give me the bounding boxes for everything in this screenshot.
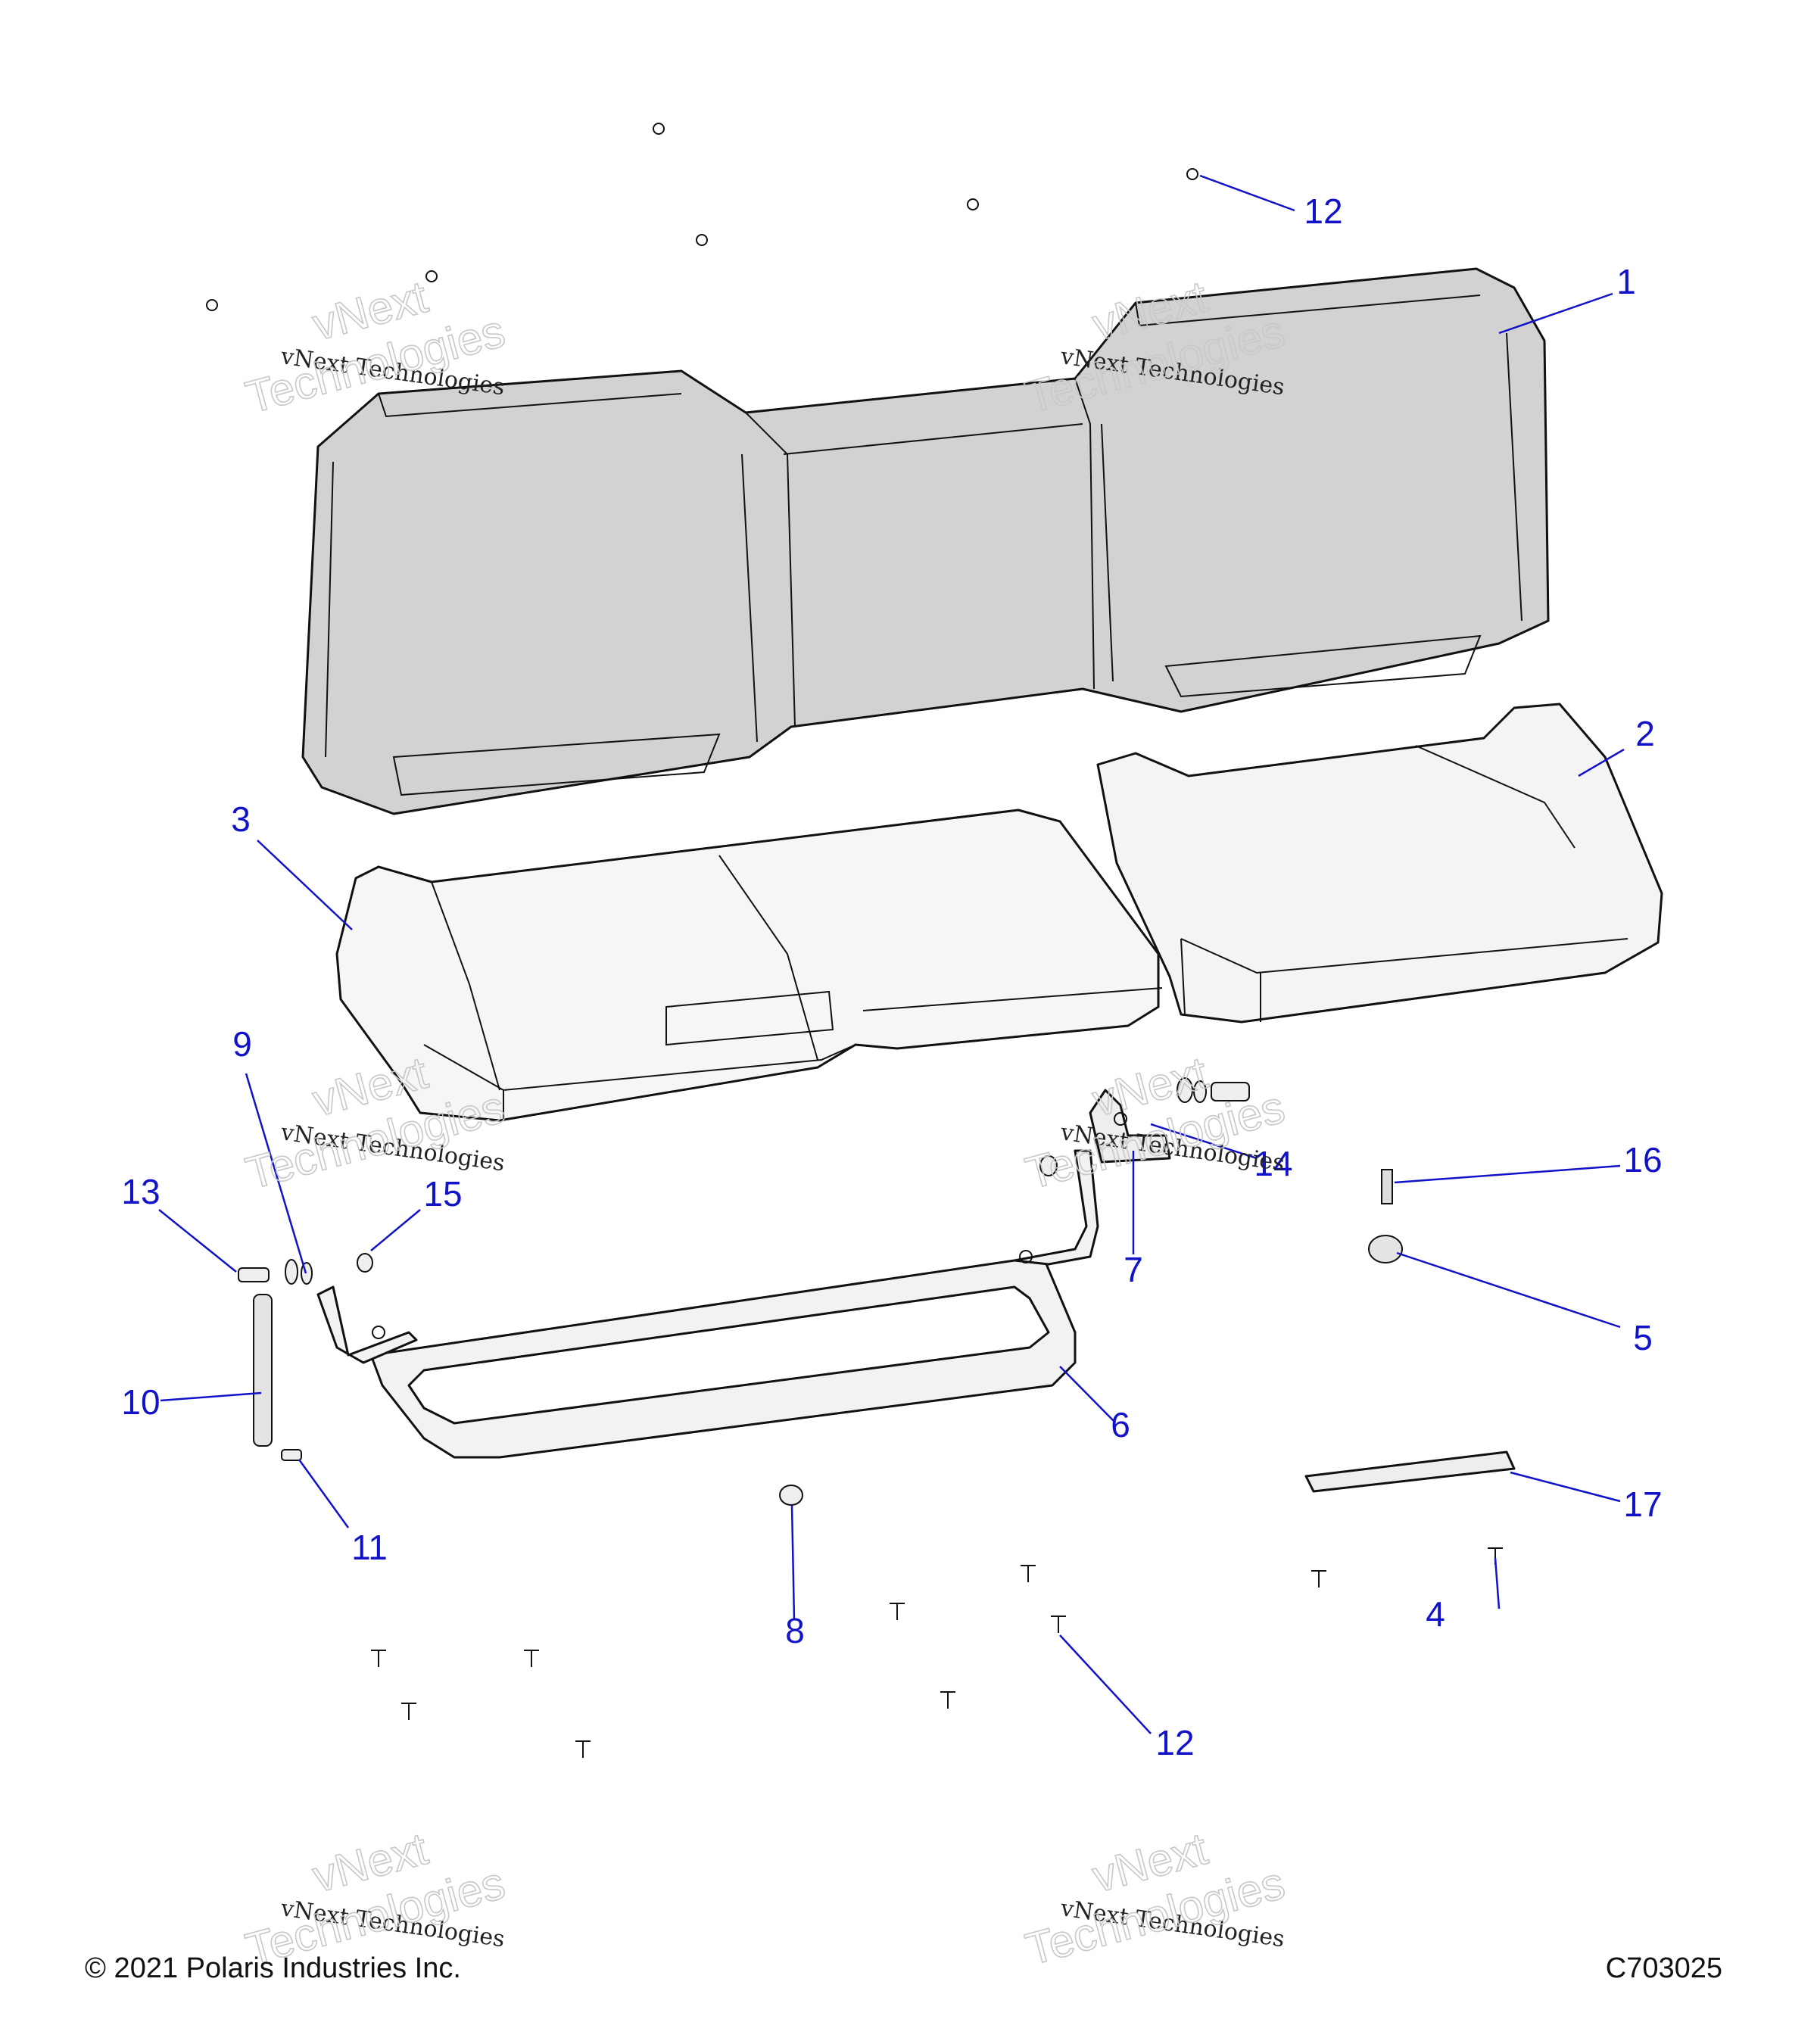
- callout-2: 2: [1635, 714, 1655, 753]
- seat-frame[interactable]: [316, 1149, 1099, 1459]
- callout-14: 14: [1254, 1144, 1292, 1183]
- callout-12-top: 12: [1304, 192, 1342, 231]
- callout-4: 4: [1426, 1594, 1445, 1634]
- seat-back[interactable]: [301, 267, 1550, 815]
- copyright: © 2021 Polaris Industries Inc.: [85, 1952, 461, 1984]
- callout-3: 3: [231, 799, 251, 839]
- callout-1: 1: [1616, 262, 1636, 301]
- callout-9: 9: [232, 1024, 252, 1064]
- callout-17: 17: [1623, 1485, 1662, 1524]
- callout-8: 8: [785, 1611, 805, 1650]
- watermark-outline: vNext Technologies: [1020, 1822, 1290, 1975]
- hinge-bracket[interactable]: [1089, 1089, 1171, 1164]
- diagram-id: C703025: [1606, 1952, 1722, 1984]
- watermark-outline: vNext Technologies: [240, 1822, 510, 1975]
- callout-16: 16: [1623, 1140, 1662, 1179]
- callouts: 1 2 3 4 5 6 7 8 9 10 11 12 12 13 14 15 1…: [121, 192, 1662, 1762]
- right-seat-cushion[interactable]: [1096, 703, 1663, 1024]
- hardware: [206, 123, 1516, 1758]
- watermark-outline: vNext Technologies: [1020, 1046, 1290, 1199]
- leader-lines: [158, 174, 1625, 1734]
- callout-7: 7: [1124, 1250, 1143, 1289]
- left-seat-cushion[interactable]: [335, 809, 1163, 1122]
- callout-12-bottom: 12: [1155, 1723, 1194, 1762]
- callout-15: 15: [423, 1174, 462, 1214]
- callout-10: 10: [121, 1382, 160, 1422]
- callout-5: 5: [1633, 1318, 1653, 1357]
- callout-13: 13: [121, 1172, 160, 1211]
- callout-6: 6: [1111, 1405, 1130, 1444]
- callout-11: 11: [351, 1528, 388, 1567]
